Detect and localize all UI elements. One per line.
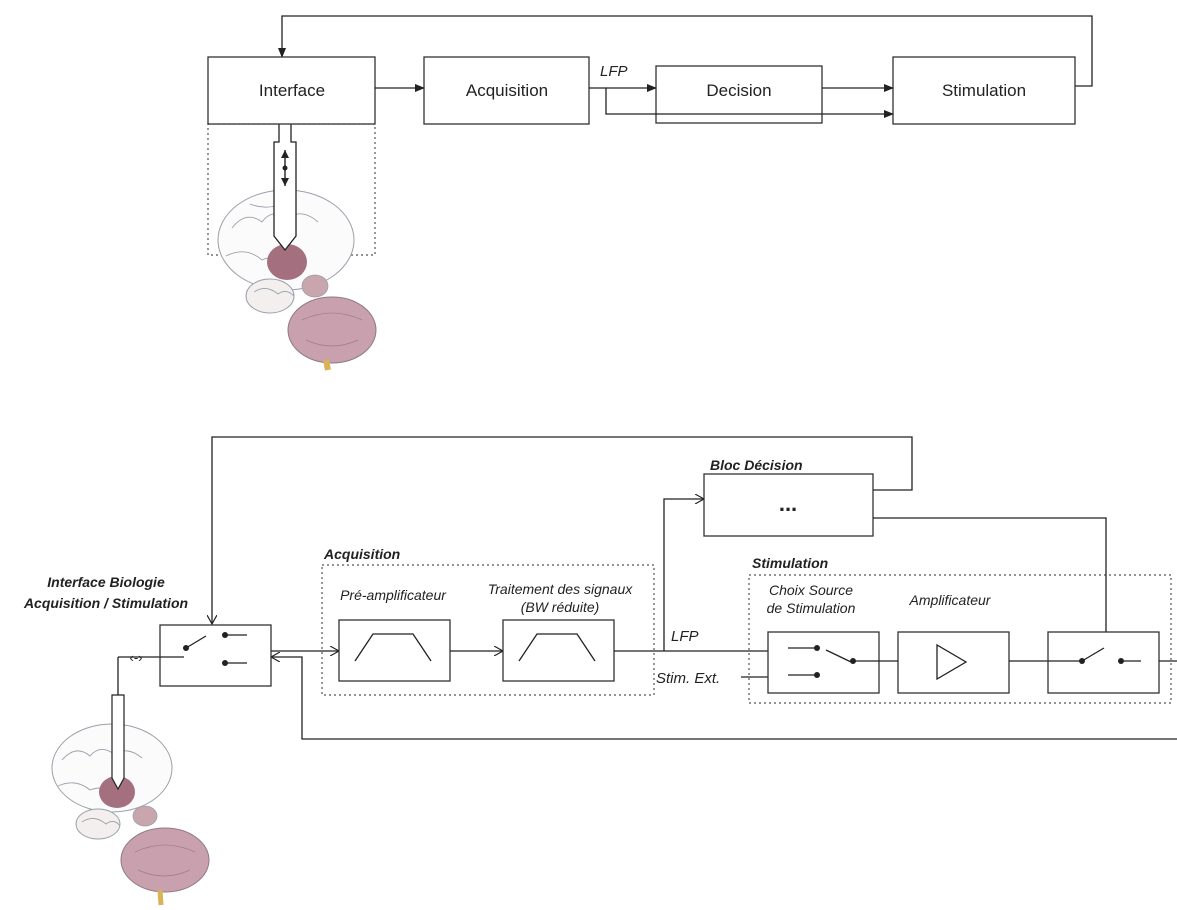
amplifier-triangle-icon bbox=[936, 643, 968, 681]
acquisition-region bbox=[321, 564, 655, 696]
top-diagram: Interface Acquisition Decision Stimulati… bbox=[207, 15, 1093, 371]
acquisition-title: Acquisition bbox=[323, 546, 400, 562]
choix-source-block bbox=[767, 631, 880, 694]
output-switch-symbol bbox=[1048, 647, 1141, 664]
brain-illustration-bottom bbox=[51, 723, 210, 906]
electrode-probe-bottom bbox=[111, 657, 125, 791]
traitement-filter-icon bbox=[518, 633, 596, 662]
acquisition-to-stimulation-arrow bbox=[589, 87, 894, 118]
ampli-label: Amplificateur bbox=[909, 592, 992, 608]
amplificateur-block bbox=[897, 631, 1010, 694]
stimulation-region bbox=[748, 574, 1172, 704]
interface-switch-symbol bbox=[160, 632, 247, 666]
decision-block-bottom bbox=[703, 473, 874, 537]
preamp-label: Pré-amplificateur bbox=[340, 587, 447, 603]
stim-ext-label: Stim. Ext. bbox=[656, 670, 720, 687]
choix-label-2: de Stimulation bbox=[767, 600, 856, 616]
interface-biologie-title: Interface Biologie bbox=[47, 574, 165, 590]
choix-label-1: Choix Source bbox=[769, 582, 853, 598]
bidirectional-marker: ‹-› bbox=[130, 650, 143, 665]
acquisition-block bbox=[423, 56, 590, 125]
interface-block bbox=[207, 56, 376, 125]
return-path-arrow bbox=[271, 657, 1177, 740]
decision-label: Decision bbox=[706, 81, 771, 100]
top-feedback-arrow bbox=[278, 15, 1093, 87]
decision-to-output-switch-arrow bbox=[873, 517, 1106, 656]
interface-label: Interface bbox=[259, 81, 325, 100]
brain-illustration-top bbox=[217, 189, 377, 371]
acquisition-label: Acquisition bbox=[466, 81, 548, 100]
electrode-probe-top bbox=[273, 124, 297, 252]
choix-source-switch-symbol bbox=[788, 645, 879, 678]
traitement-label-2: (BW réduite) bbox=[521, 599, 600, 615]
preamp-filter-icon bbox=[354, 633, 432, 662]
traitement-block bbox=[502, 619, 615, 682]
top-lfp-label: LFP bbox=[600, 63, 628, 80]
stimulation-label: Stimulation bbox=[942, 81, 1026, 100]
preamp-block bbox=[338, 619, 451, 682]
output-switch-block bbox=[1047, 631, 1160, 694]
bloc-decision-title: Bloc Décision bbox=[710, 457, 803, 473]
decision-content: ... bbox=[779, 491, 797, 516]
interface-switch-block bbox=[159, 624, 272, 687]
lfp-to-decision-arrow bbox=[663, 499, 704, 651]
stimulation-title: Stimulation bbox=[752, 555, 828, 571]
acquisition-stimulation-title: Acquisition / Stimulation bbox=[23, 595, 188, 611]
decision-feedback-arrow bbox=[212, 436, 913, 624]
lfp-label: LFP bbox=[671, 628, 699, 645]
bottom-diagram: Interface Biologie Acquisition / Stimula… bbox=[23, 436, 1177, 906]
traitement-label-1: Traitement des signaux bbox=[488, 581, 633, 597]
